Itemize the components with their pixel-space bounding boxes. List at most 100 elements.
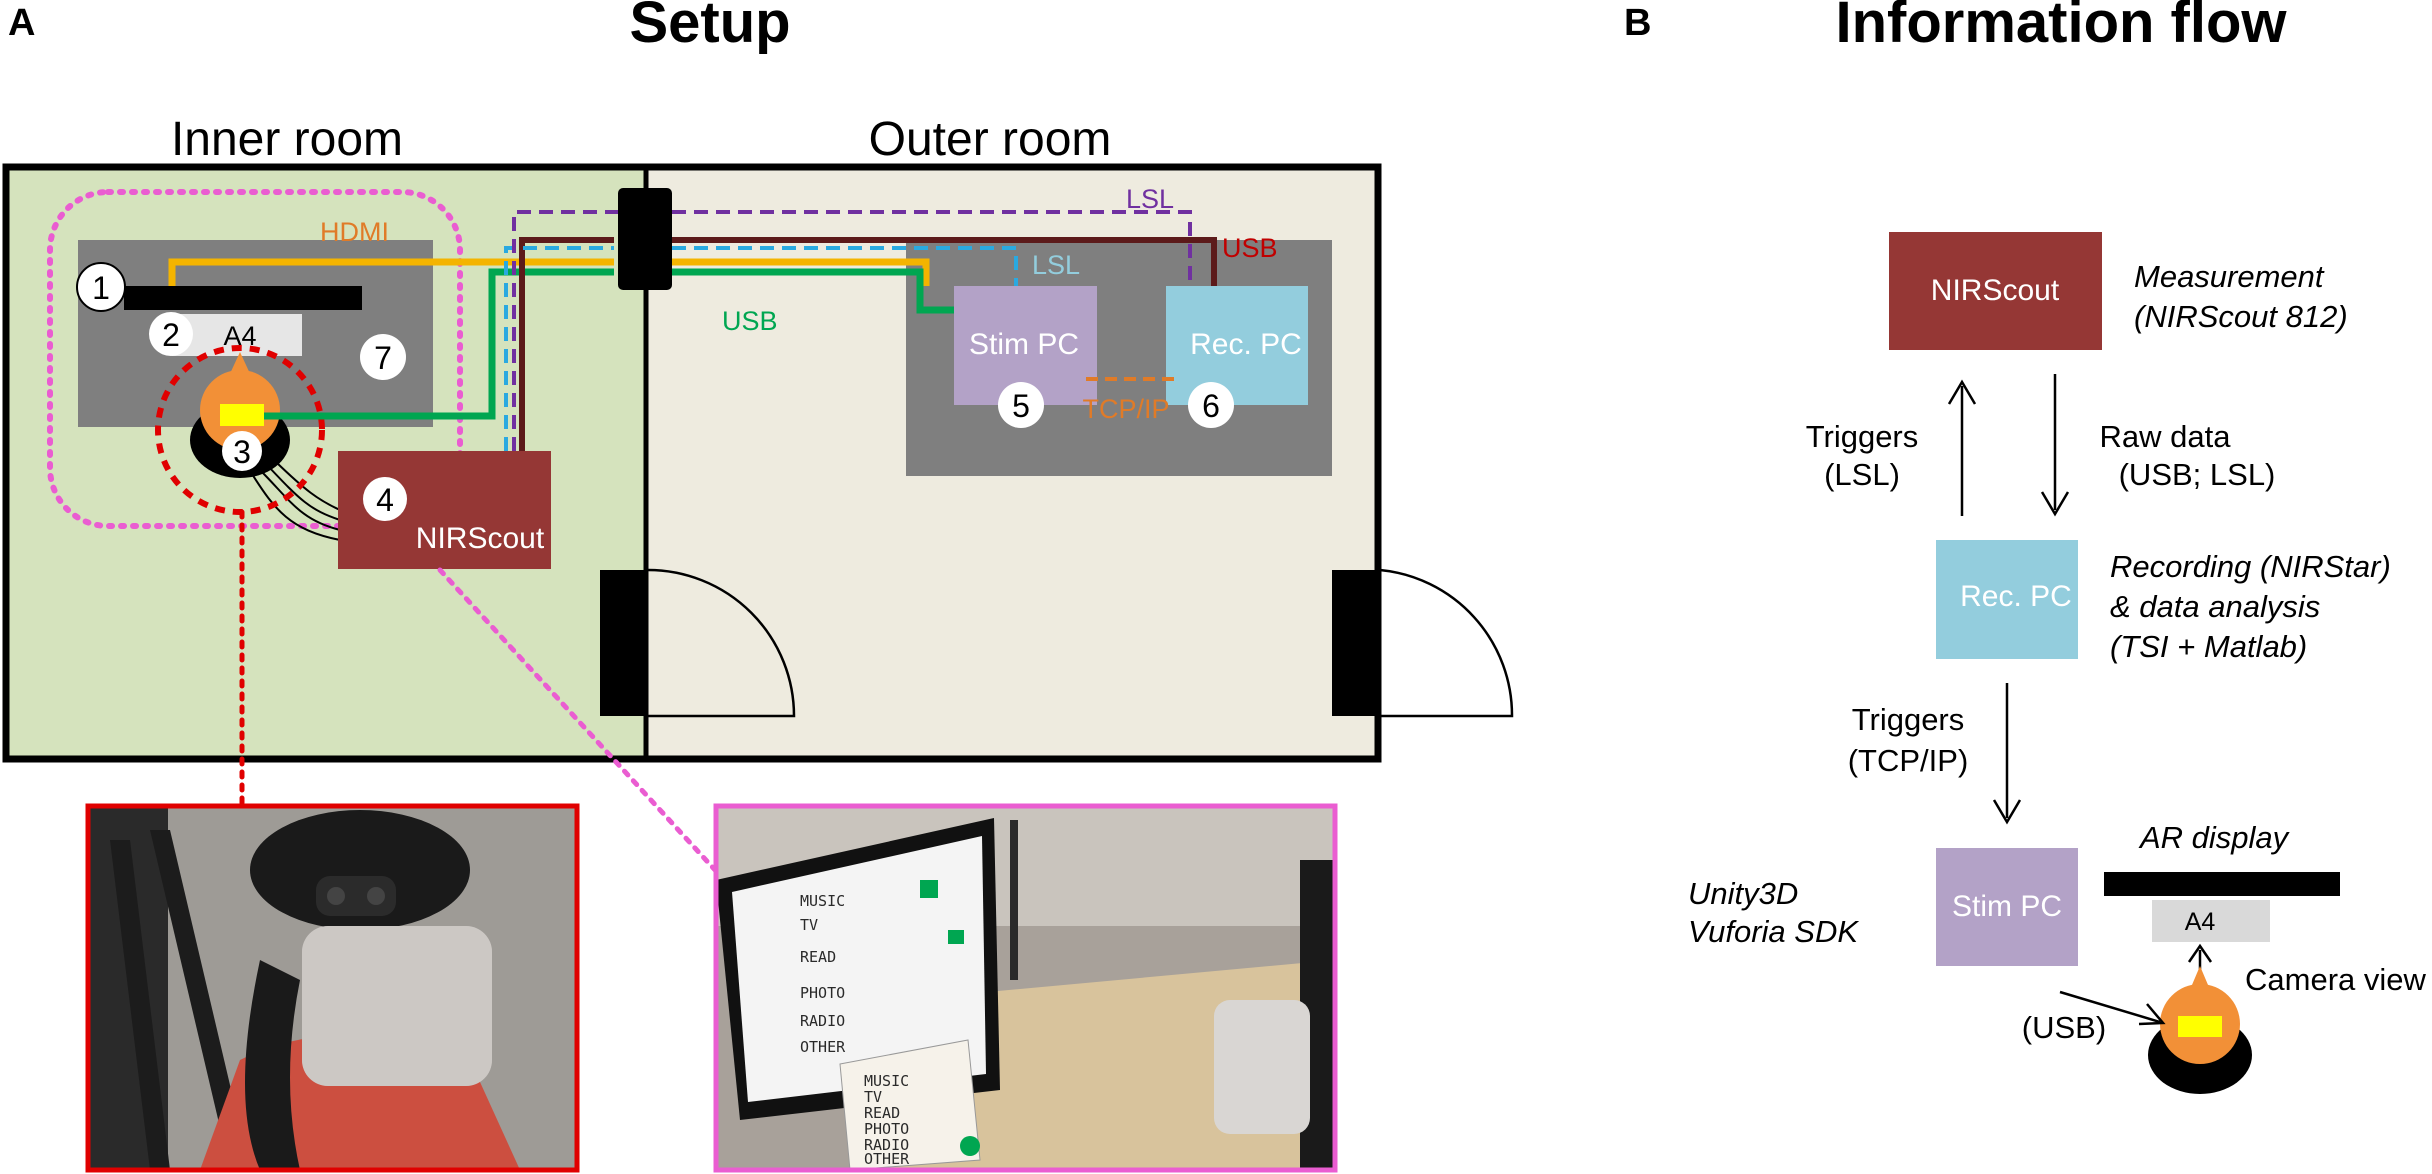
raw-data-line1: Raw data xyxy=(2100,419,2232,454)
card-item-2: TV xyxy=(864,1088,882,1106)
panel-a-letter: A xyxy=(8,2,35,44)
usb-green-cable-inner xyxy=(264,268,614,420)
measurement-line2: (NIRScout 812) xyxy=(2134,299,2348,334)
triggers-lsl-arrowhead xyxy=(1947,379,1977,405)
card-item-3: READ xyxy=(864,1104,900,1122)
flow-subject-camera xyxy=(2178,1016,2222,1037)
tcpip-label: TCP/IP xyxy=(1082,394,1169,424)
screen-item-6: OTHER xyxy=(800,1038,846,1056)
usb-arrow xyxy=(2059,990,2161,1024)
raw-data-arrowhead xyxy=(2040,491,2070,517)
recording-line3: (TSI + Matlab) xyxy=(2110,629,2307,664)
camera-view-label: Camera view xyxy=(2245,962,2426,997)
hdmi-cable-inner xyxy=(168,258,614,286)
usb-green-label: USB xyxy=(722,306,778,336)
lsl-blue-cable-inner xyxy=(504,246,614,451)
card-item-4: PHOTO xyxy=(864,1120,909,1138)
usb-arrowhead xyxy=(2138,1003,2166,1026)
subject-camera xyxy=(220,404,264,426)
flow-nirscout-box[interactable] xyxy=(1889,232,2102,350)
panel-b-letter: B xyxy=(1624,2,1651,44)
flow-nirscout-label: NIRScout xyxy=(1931,274,2060,307)
flow-stim-pc-label: Stim PC xyxy=(1952,890,2062,923)
svg-text:7: 7 xyxy=(374,340,392,376)
card-item-6: OTHER xyxy=(864,1150,910,1168)
lsl-purple-cable-outer xyxy=(672,210,1192,286)
setup-photo-frame xyxy=(713,803,1338,1173)
measurement-line1: Measurement xyxy=(2134,259,2325,294)
screen-item-4: PHOTO xyxy=(800,984,845,1002)
unity-line1: Unity3D xyxy=(1688,876,1798,911)
inner-room-title: Inner room xyxy=(171,113,403,166)
marker-5: 5 xyxy=(998,382,1044,428)
hdmi-cable-outer xyxy=(672,258,930,286)
cable-feedthrough xyxy=(618,188,672,290)
flow-subject-nose xyxy=(2189,966,2211,992)
lsl-blue-cable-outer xyxy=(672,246,1018,286)
rec-pc-box[interactable] xyxy=(1166,286,1308,405)
stim-pc-label: Stim PC xyxy=(969,328,1079,361)
ar-display-label: AR display xyxy=(2138,820,2291,855)
svg-text:5: 5 xyxy=(1012,388,1030,424)
svg-text:1: 1 xyxy=(92,270,110,306)
usb-label: (USB) xyxy=(2022,1010,2106,1045)
recording-line1: Recording (NIRStar) xyxy=(2110,549,2391,584)
screen-item-1: MUSIC xyxy=(800,892,845,910)
recording-line2: & data analysis xyxy=(2110,589,2320,624)
pink-zone-connector xyxy=(437,567,719,874)
ar-display-bar xyxy=(2104,872,2340,896)
information-flow-title: Information flow xyxy=(1835,0,2287,55)
nirscout-label: NIRScout xyxy=(416,522,545,555)
usb-red-cable-inner xyxy=(519,237,614,451)
marker-2: 2 xyxy=(149,312,193,356)
flow-a4-label: A4 xyxy=(2185,908,2216,936)
triggers-tcp-arrowhead xyxy=(1992,799,2022,825)
usb-green-cable-outer xyxy=(672,268,954,314)
screen-item-5: RADIO xyxy=(800,1012,845,1030)
usb-red-cable-outer xyxy=(672,237,1217,286)
flow-stim-pc-box[interactable] xyxy=(1936,848,2078,966)
card-item-5: RADIO xyxy=(864,1136,909,1154)
subject-nose xyxy=(228,352,252,378)
raw-data-line2: (USB; LSL) xyxy=(2119,457,2276,492)
flow-a4-sheet xyxy=(2152,900,2270,942)
triggers-tcp-line1: Triggers xyxy=(1852,702,1965,737)
triggers-tcp-line2: (TCP/IP) xyxy=(1848,743,1969,778)
outer-room-title: Outer room xyxy=(869,113,1112,166)
marker-3: 3 xyxy=(222,431,262,471)
outer-door-frame xyxy=(1332,570,1380,716)
room-walls xyxy=(2,163,1382,763)
rec-pc-label: Rec. PC xyxy=(1190,328,1302,361)
marker-1: 1 xyxy=(76,262,126,312)
usb-red-label: USB xyxy=(1222,233,1278,263)
screen-item-2: TV xyxy=(800,916,818,934)
inner-door-frame xyxy=(600,570,648,716)
flow-rec-pc-label: Rec. PC xyxy=(1960,580,2072,613)
triggers-lsl-line2: (LSL) xyxy=(1824,457,1900,492)
card-item-1: MUSIC xyxy=(864,1072,909,1090)
inner-door-swing[interactable] xyxy=(647,568,796,718)
flow-rec-pc-box[interactable] xyxy=(1936,540,2078,659)
hdmi-label: HDMI xyxy=(320,217,389,247)
optode-cables xyxy=(251,461,341,541)
lsl-purple-label: LSL xyxy=(1126,184,1174,214)
setup-photo: MUSIC TV READ PHOTO RADIO OTHER MUSIC TV… xyxy=(716,806,1335,1171)
monitor-bar xyxy=(124,286,362,310)
svg-text:4: 4 xyxy=(376,482,394,518)
screen-item-3: READ xyxy=(800,948,836,966)
marker-4: 4 xyxy=(363,477,407,521)
triggers-lsl-line1: Triggers xyxy=(1806,419,1919,454)
lsl-blue-label: LSL xyxy=(1032,250,1080,280)
marker-6: 6 xyxy=(1188,382,1234,428)
lsl-purple-cable-inner xyxy=(512,210,618,451)
svg-text:2: 2 xyxy=(162,317,180,353)
marker-7: 7 xyxy=(360,334,406,380)
outer-door-swing[interactable] xyxy=(1379,568,1514,718)
setup-title: Setup xyxy=(629,0,790,55)
svg-text:3: 3 xyxy=(233,434,251,470)
subject-photo-frame xyxy=(85,803,580,1173)
svg-text:6: 6 xyxy=(1202,388,1220,424)
subject-photo xyxy=(88,806,577,1170)
pink-zone xyxy=(47,189,463,529)
camera-view-arrowhead xyxy=(2187,943,2213,963)
